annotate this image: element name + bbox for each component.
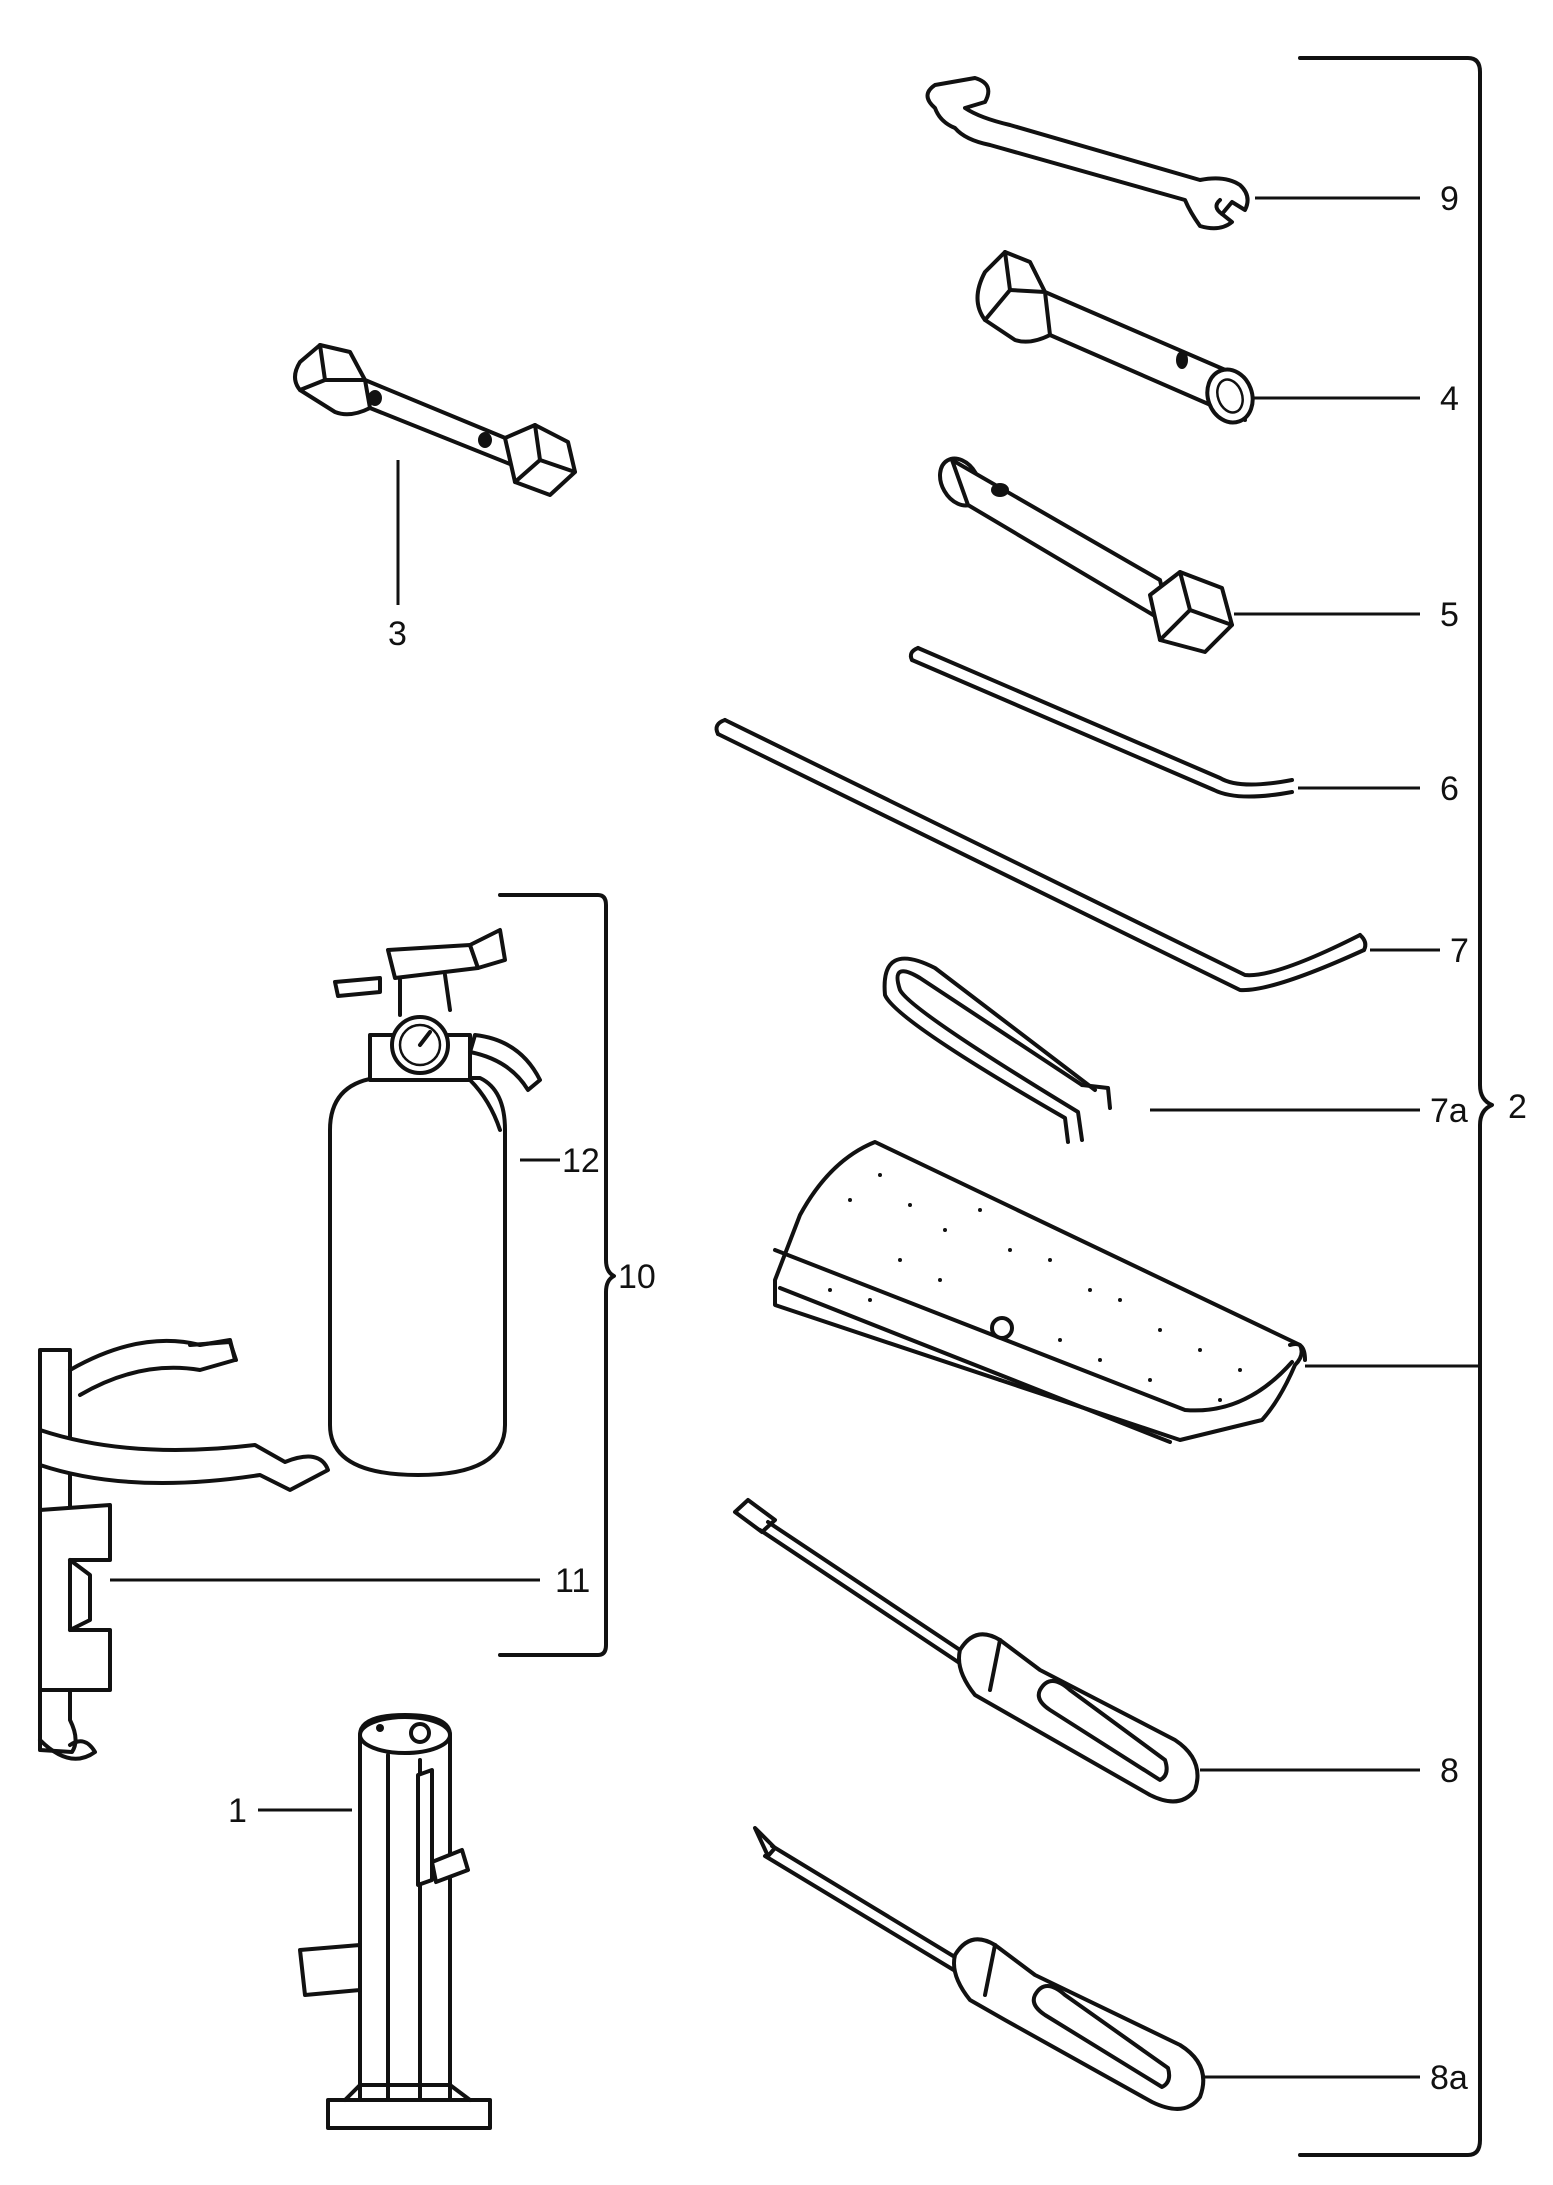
label-1: 1 bbox=[228, 1792, 247, 1830]
extinguisher-bracket bbox=[38, 1338, 330, 1761]
socket-wrench-5 bbox=[938, 456, 1234, 654]
long-tommy-bar bbox=[714, 718, 1368, 993]
socket-wrench-4 bbox=[975, 250, 1255, 425]
screwdriver-flat bbox=[733, 1498, 1200, 1804]
label-7a: 7a bbox=[1430, 1092, 1468, 1130]
label-9: 9 bbox=[1440, 180, 1459, 218]
label-8a: 8a bbox=[1430, 2059, 1468, 2097]
label-7: 7 bbox=[1450, 932, 1469, 970]
fire-extinguisher bbox=[328, 928, 542, 1477]
open-end-wrench bbox=[925, 76, 1250, 231]
double-socket-wrench bbox=[293, 343, 577, 497]
label-4: 4 bbox=[1440, 380, 1459, 418]
bag-texture bbox=[828, 1173, 1242, 1402]
label-5: 5 bbox=[1440, 596, 1459, 634]
jack bbox=[298, 1713, 492, 2130]
label-12: 12 bbox=[562, 1142, 600, 1180]
group-bracket-2 bbox=[1298, 56, 1494, 2157]
label-11: 11 bbox=[555, 1562, 590, 1600]
label-10: 10 bbox=[618, 1258, 656, 1296]
tool-bag bbox=[773, 1140, 1307, 1444]
wire-hook bbox=[882, 956, 1112, 1144]
group-bracket-10 bbox=[498, 893, 616, 1657]
label-8: 8 bbox=[1440, 1752, 1459, 1790]
short-tommy-bar bbox=[908, 646, 1294, 799]
label-6: 6 bbox=[1440, 770, 1459, 808]
screwdriver-cross bbox=[753, 1826, 1206, 2111]
label-2: 2 bbox=[1508, 1088, 1527, 1126]
label-3: 3 bbox=[388, 615, 407, 653]
